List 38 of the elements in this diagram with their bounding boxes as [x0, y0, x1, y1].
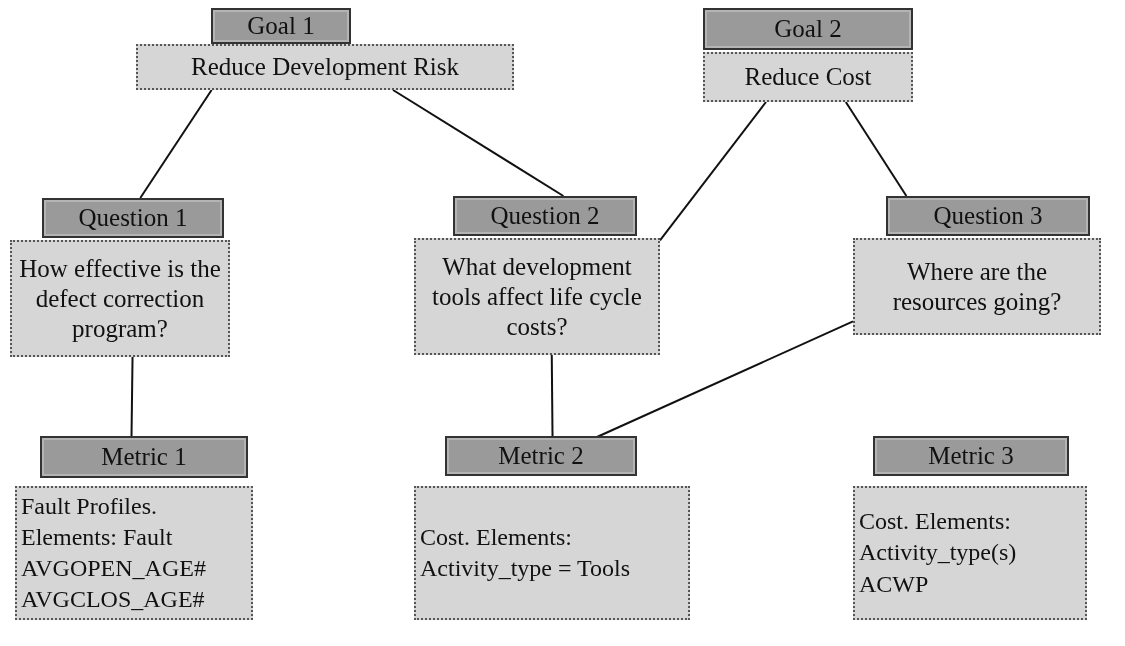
text-box [853, 486, 1087, 620]
box-text: Question 3 [933, 202, 1043, 230]
header-box [873, 436, 1069, 476]
box-text: Cost. Elements: Activity_type(s) ACWP [859, 507, 1018, 599]
box-text: How effective is the defect correction program? [18, 253, 222, 344]
connector-line [659, 101, 767, 242]
box-text: Goal 1 [247, 12, 315, 40]
header-box [42, 198, 224, 238]
box-text: Cost. Elements: Activity_type = Tools [420, 522, 632, 583]
text-box [10, 240, 230, 357]
text-box [414, 238, 660, 355]
box-text: Reduce Cost [744, 62, 872, 92]
box-text: Metric 2 [498, 442, 584, 470]
box-text: Fault Profiles. Elements: Fault AVGOPEN_AGE# AVGCLOS_AGE# [21, 491, 207, 615]
box-text: Metric 1 [101, 443, 187, 471]
box-text: Metric 3 [928, 442, 1014, 470]
box-text: Goal 2 [774, 15, 842, 43]
connector-line [844, 101, 908, 197]
header-box [40, 436, 248, 478]
header-box [211, 8, 351, 44]
header-box [703, 8, 913, 50]
box-text: Where are the resources going? [891, 256, 1063, 317]
header-box [886, 196, 1090, 236]
header-box [453, 196, 637, 236]
connector-line [392, 89, 565, 197]
text-box [15, 486, 253, 620]
text-box [703, 52, 913, 102]
text-box [414, 486, 690, 620]
text-box [853, 238, 1101, 335]
connector-line [130, 356, 134, 437]
text-box [136, 44, 514, 90]
connector-line [139, 89, 213, 199]
header-box [445, 436, 637, 476]
box-text: Question 1 [78, 204, 188, 232]
box-text: Question 2 [490, 202, 600, 230]
box-text: What development tools affect life cycle costs? [431, 251, 643, 342]
connector-line [550, 354, 554, 437]
box-text: Reduce Development Risk [191, 52, 459, 82]
